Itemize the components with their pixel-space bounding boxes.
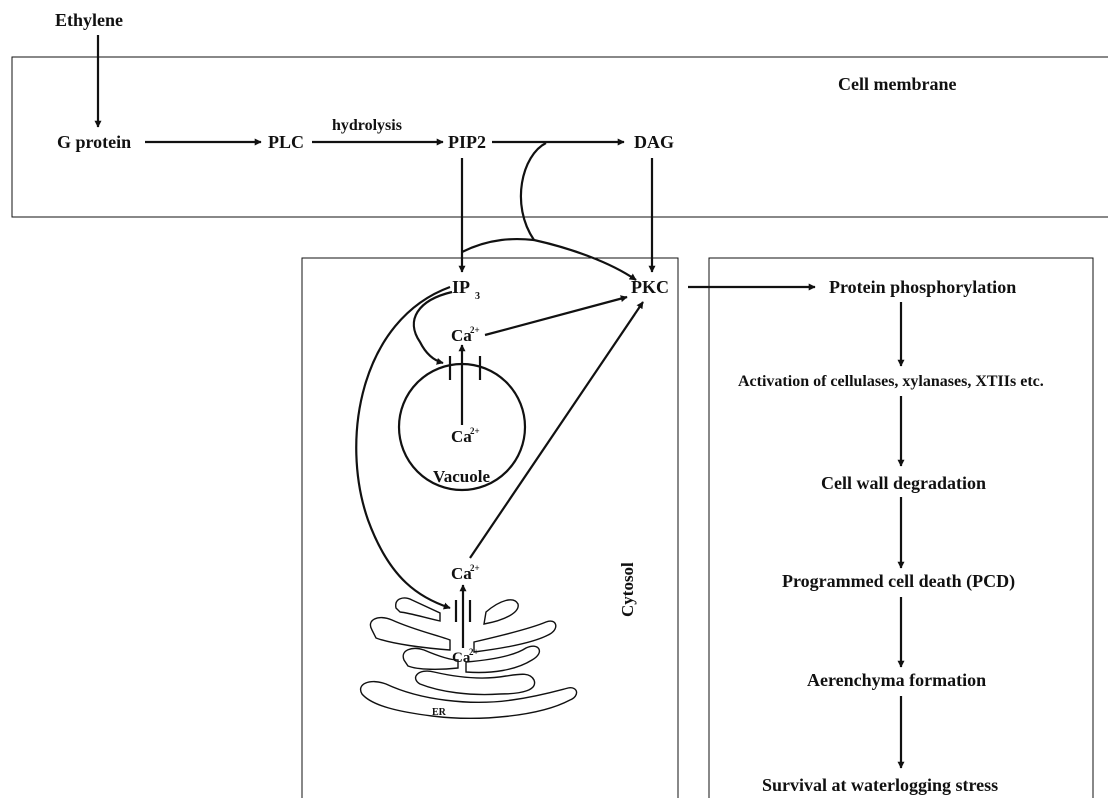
ca-cytosol-er-label: Ca 2+ [451,563,480,583]
svg-text:2+: 2+ [470,325,480,335]
ca-vacuole-label: Ca 2+ [451,426,480,446]
survival-label: Survival at waterlogging stress [762,775,998,795]
pip2-dag-to-pkc-curve [521,143,636,280]
ip3-branch-to-pkc [462,239,534,252]
protein-phosphorylation-label: Protein phosphorylation [829,277,1016,297]
er-label: ER [432,707,447,718]
ca-er-to-pkc-arrow [470,302,643,558]
cell-wall-degradation-label: Cell wall degradation [821,473,986,493]
svg-text:2+: 2+ [470,563,480,573]
g-protein-label: G protein [57,132,131,152]
ca-cytosol-vacuole-label: Ca 2+ [451,325,480,345]
ethylene-label: Ethylene [55,10,123,30]
activation-label: Activation of cellulases, xylanases, XTI… [738,373,1044,390]
pip2-label: PIP2 [448,132,486,152]
hydrolysis-label: hydrolysis [332,117,402,134]
aerenchyma-label: Aerenchyma formation [807,670,986,690]
dag-label: DAG [634,132,674,152]
ca-vacuole-to-pkc-arrow [485,297,627,335]
vacuole-label: Vacuole [433,467,490,486]
plc-label: PLC [268,132,304,152]
cytosol-label: Cytosol [618,562,637,617]
svg-text:3: 3 [475,291,480,302]
svg-text:IP: IP [452,277,470,297]
ip3-label: IP 3 [452,277,480,302]
svg-text:2+: 2+ [470,426,480,436]
svg-text:Ca: Ca [452,650,471,666]
cell-membrane-label: Cell membrane [838,74,956,94]
svg-text:2+: 2+ [469,647,479,657]
pkc-label: PKC [631,277,669,297]
pcd-label: Programmed cell death (PCD) [782,571,1015,592]
